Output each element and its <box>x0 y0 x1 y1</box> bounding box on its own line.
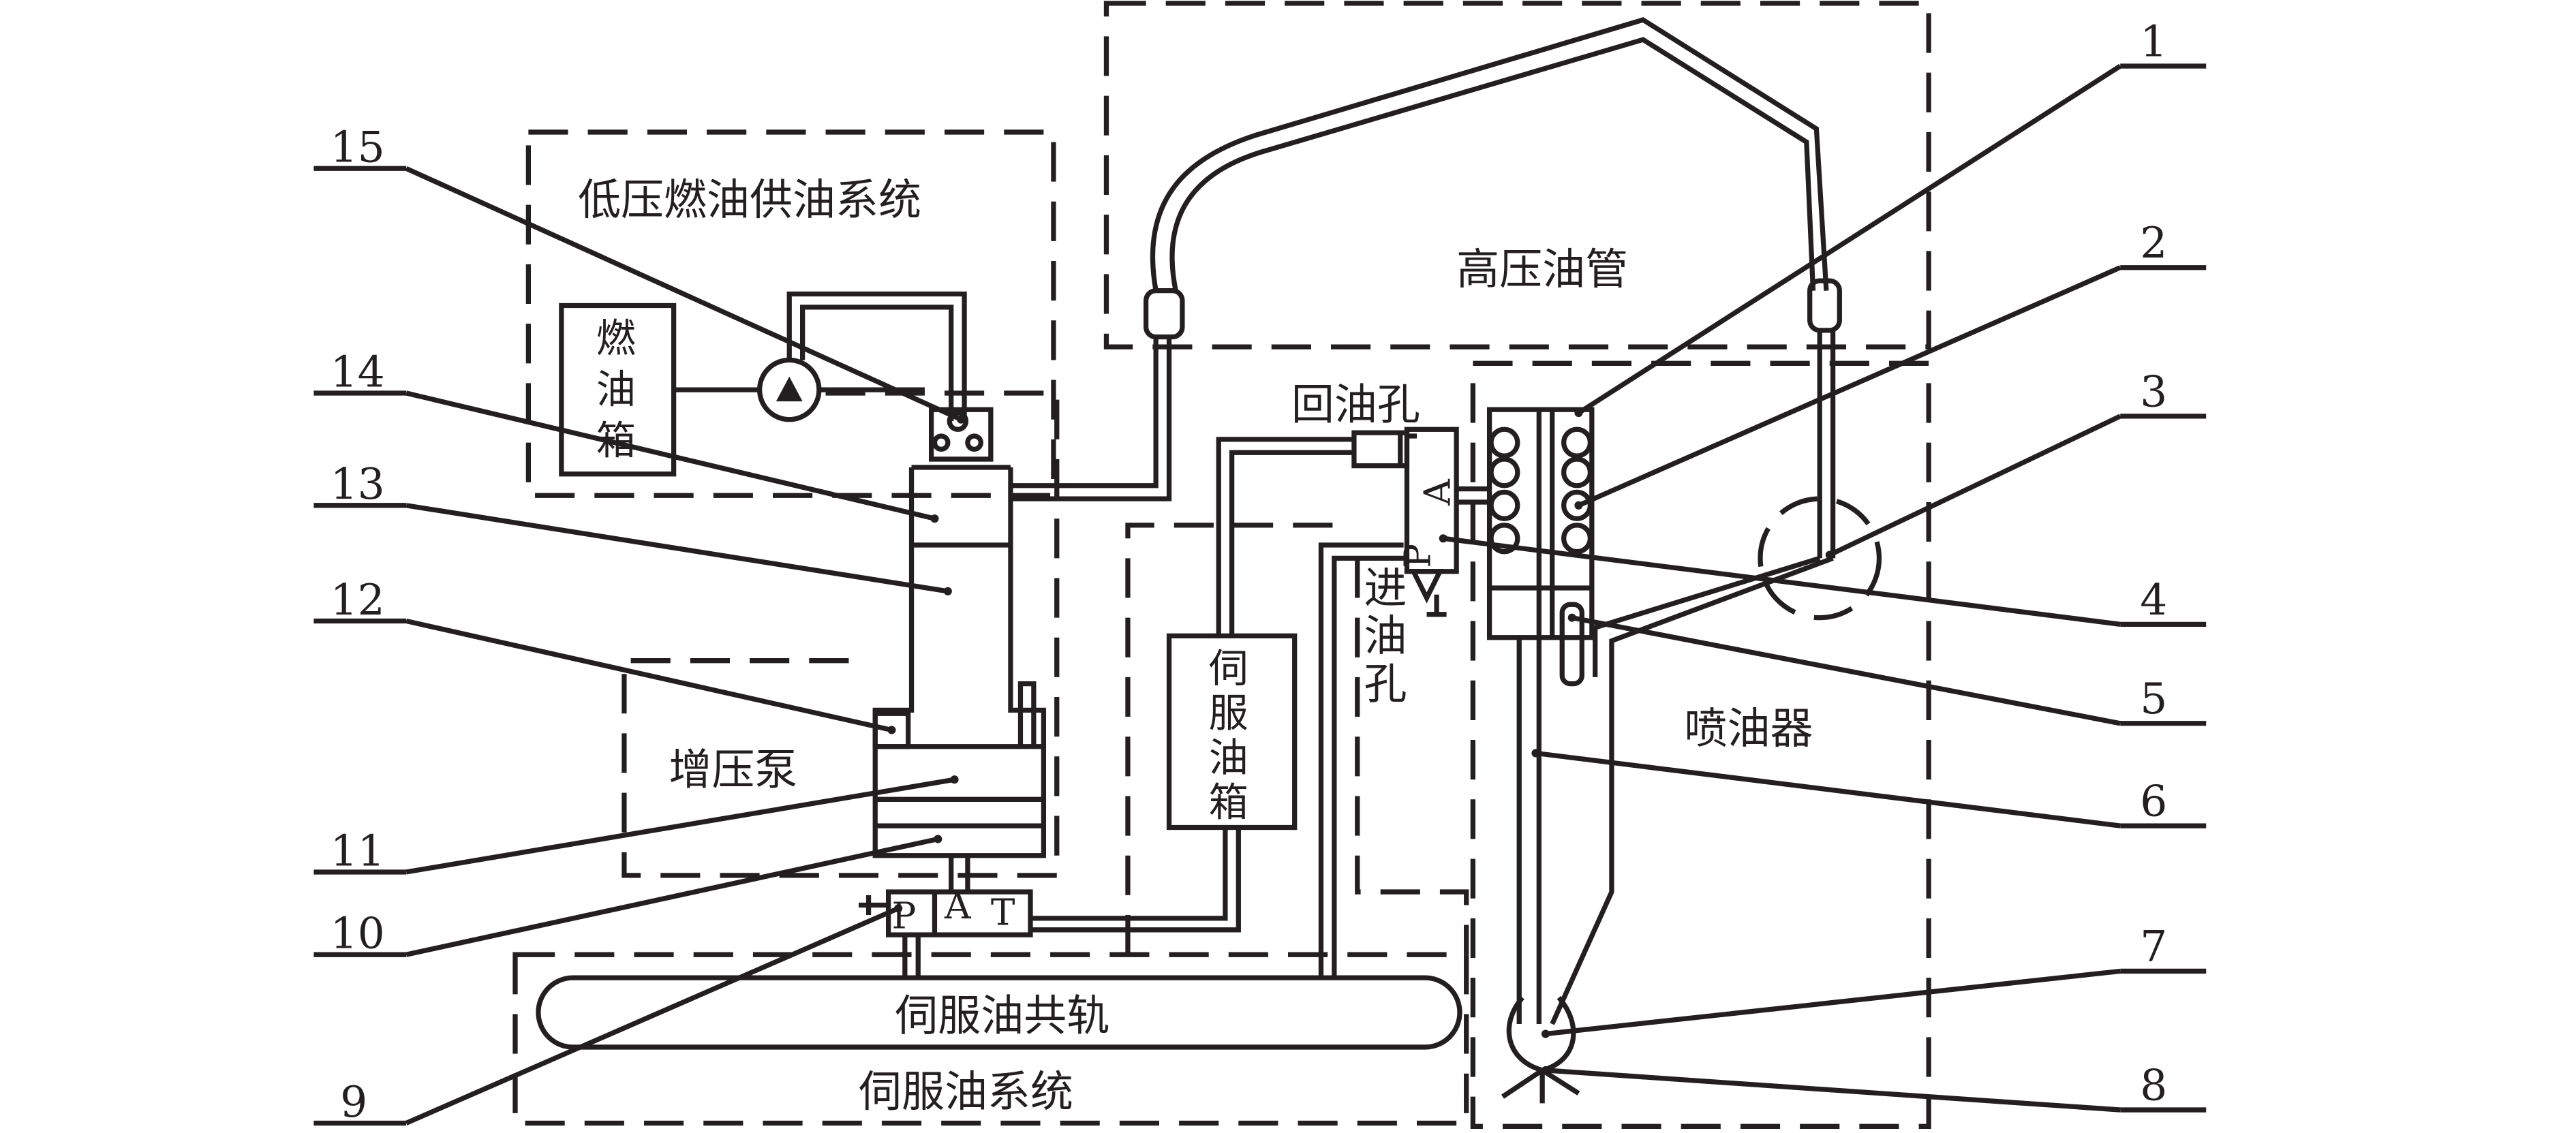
servo-tank: 伺 服 油 箱 <box>1166 437 1354 831</box>
callout-1: 1 <box>2140 16 2167 66</box>
callout-9: 9 <box>340 1077 367 1127</box>
callout-8: 8 <box>2140 1061 2167 1111</box>
injector-control-valve: A P <box>1351 426 1490 617</box>
callout-14: 14 <box>331 347 385 397</box>
servo-supply-box <box>1125 523 1341 955</box>
callout-4: 4 <box>2140 575 2167 625</box>
fuel-tank: 燃 油 箱 <box>559 302 677 477</box>
inlet-port-char-1: 进 <box>1364 563 1407 613</box>
booster-valve-port-p: P <box>891 895 916 937</box>
fuel-tank-char-2: 油 <box>596 366 636 412</box>
inlet-port-char-2: 油 <box>1364 611 1407 661</box>
callout-3: 3 <box>2140 367 2167 416</box>
servo-oil-system-box <box>512 952 1469 1126</box>
servo-tank-char-3: 油 <box>1209 734 1248 781</box>
callout-13: 13 <box>331 459 385 509</box>
callout-15: 15 <box>331 123 385 172</box>
injector-valve-port-p: P <box>1396 544 1439 568</box>
injector-body <box>1486 407 1595 1104</box>
booster-valve-port-t: T <box>991 892 1015 934</box>
callout-11: 11 <box>331 826 385 875</box>
callout-2: 2 <box>2140 218 2167 268</box>
booster-valve-port-a: A <box>944 885 972 927</box>
pump-triangle-icon <box>776 376 803 402</box>
servo-oil-system-label: 伺服油系统 <box>859 1067 1073 1117</box>
servo-tank-char-1: 伺 <box>1209 645 1248 692</box>
callout-5: 5 <box>2140 674 2167 724</box>
servo-rail: 伺服油共轨 <box>536 542 1462 1050</box>
callout-6: 6 <box>2140 777 2167 826</box>
fuel-tank-char-1: 燃 <box>596 315 636 361</box>
high-pressure-pipe <box>1143 17 1882 1025</box>
low-pressure-pump <box>673 291 967 422</box>
low-pressure-supply-box <box>525 129 1056 498</box>
callout-10: 10 <box>331 908 385 958</box>
injector-box <box>1470 360 1931 1129</box>
booster-pump-label: 增压泵 <box>669 745 797 794</box>
callout-12: 12 <box>331 575 385 625</box>
servo-tank-char-4: 箱 <box>1209 779 1248 826</box>
servo-return-box <box>1355 558 1469 955</box>
inlet-port-char-3: 孔 <box>1364 659 1407 709</box>
high-pressure-pipe-label: 高压油管 <box>1456 245 1628 294</box>
servo-tank-char-2: 服 <box>1209 690 1248 736</box>
high-pressure-pipe-box <box>1103 1 1931 350</box>
servo-rail-label: 伺服油共轨 <box>895 991 1109 1041</box>
injector-label: 喷油器 <box>1685 704 1813 754</box>
callout-numbers: 1 2 3 4 5 6 7 8 9 10 11 12 13 14 15 <box>331 16 2168 1126</box>
callout-dots <box>887 408 1834 1074</box>
booster-pump-box <box>622 390 1060 878</box>
return-port-label: 回油孔 <box>1291 380 1420 430</box>
booster-pump-body <box>872 338 1172 893</box>
region-boxes <box>512 1 1931 1129</box>
callout-7: 7 <box>2140 922 2167 972</box>
low-pressure-supply-label: 低压燃油供油系统 <box>578 175 921 225</box>
injector-valve-port-a: A <box>1416 478 1458 506</box>
callout-leaders <box>313 63 2207 1126</box>
